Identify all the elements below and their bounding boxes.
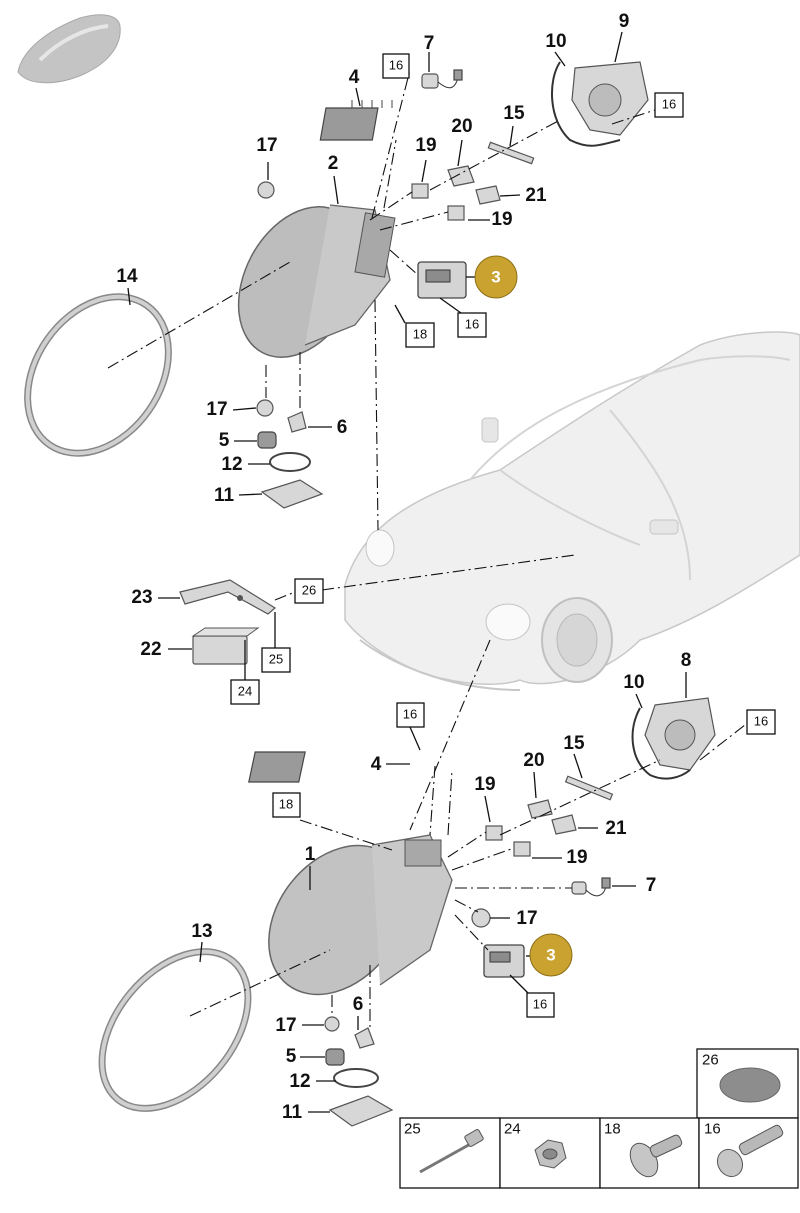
torx-screw-icon: [716, 1124, 784, 1178]
headlamp-right: [268, 834, 453, 996]
callout-23: 23: [131, 587, 152, 608]
callout-19: 19: [474, 774, 495, 795]
rivet-pin-icon: [419, 1129, 484, 1174]
seal-strip-top: [487, 141, 535, 165]
ref-box-24: 24: [238, 683, 252, 698]
bracket-6-top: [287, 411, 307, 433]
callout-21: 21: [605, 818, 627, 839]
round-pad-icon: [719, 1067, 781, 1103]
trim-ring-right: [98, 948, 252, 1112]
callout-8: 8: [681, 650, 692, 671]
plug-17-bottom-b: [324, 1016, 340, 1032]
connector-7-top: [421, 69, 463, 89]
legend-num-16: 16: [704, 1120, 721, 1137]
brackets-top: [411, 165, 501, 221]
callout-4: 4: [371, 754, 382, 775]
callout-19: 19: [566, 847, 587, 868]
callout-15: 15: [503, 103, 525, 124]
ref-box-16: 16: [465, 316, 479, 331]
highlight-callout-3[interactable]: [529, 933, 573, 977]
hex-nut-icon: [534, 1139, 567, 1169]
callout-6: 6: [337, 417, 348, 438]
legend-item-18: 18: [599, 1117, 700, 1189]
control-unit-top: [417, 261, 467, 299]
callout-7: 7: [424, 33, 435, 54]
callout-17: 17: [256, 135, 277, 156]
connector-7-bottom: [571, 877, 611, 897]
highlight-callout-3[interactable]: [474, 255, 518, 299]
callout-22: 22: [140, 639, 161, 660]
legend-num-26: 26: [702, 1051, 719, 1068]
callout-5: 5: [286, 1046, 297, 1067]
callout-19: 19: [415, 135, 436, 156]
legend-item-26: 26: [696, 1048, 799, 1119]
legend-num-24: 24: [504, 1120, 521, 1137]
legend-num-18: 18: [604, 1120, 621, 1137]
seal-strip-bottom: [564, 775, 614, 801]
led-module-bottom: [248, 751, 306, 783]
gasket-12-bottom: [333, 1068, 379, 1088]
ref-box-25: 25: [269, 651, 283, 666]
callout-11: 11: [214, 485, 235, 506]
plug-17-top-b: [256, 399, 274, 417]
callout-19: 19: [491, 209, 512, 230]
flange-screw-icon: [629, 1134, 683, 1178]
cover-11-bottom: [328, 1095, 394, 1127]
callout-6: 6: [353, 994, 364, 1015]
gasket-12-top: [269, 452, 311, 472]
callout-13: 13: [191, 921, 212, 942]
callout-15: 15: [563, 733, 585, 754]
legend-item-25: 25: [399, 1117, 501, 1189]
callout-2: 2: [328, 153, 339, 174]
ref-box-26: 26: [302, 582, 316, 597]
callout-20: 20: [523, 750, 544, 771]
legend-item-16: 16: [698, 1117, 799, 1189]
led-module-top: [319, 100, 393, 141]
brackets-bottom: [485, 799, 577, 857]
bulb-5-top: [257, 431, 277, 449]
callout-4: 4: [349, 67, 360, 88]
ref-box-18: 18: [279, 796, 293, 811]
callout-7: 7: [646, 875, 657, 896]
plug-17-bottom-a: [471, 908, 491, 928]
ref-box-18: 18: [413, 326, 427, 341]
bracket-6-bottom: [354, 1027, 375, 1049]
callout-17: 17: [516, 908, 537, 929]
car-thumbnail-icon: [17, 14, 121, 84]
actuator-bottom: [631, 697, 716, 780]
callout-12: 12: [221, 454, 242, 475]
headlamp-left: [237, 204, 396, 358]
callout-10: 10: [545, 31, 566, 52]
ref-box-16: 16: [533, 996, 547, 1011]
callout-9: 9: [619, 11, 630, 32]
callout-10: 10: [623, 672, 644, 693]
callout-11: 11: [282, 1102, 303, 1123]
actuator-top: [551, 61, 649, 147]
legend-num-25: 25: [404, 1120, 421, 1137]
highlight-label-3: 3: [546, 945, 555, 964]
callout-14: 14: [116, 266, 138, 287]
callout-17: 17: [275, 1015, 296, 1036]
bulb-5-bottom: [325, 1048, 345, 1066]
cover-11-top: [260, 479, 324, 509]
bracket-23: [179, 579, 277, 615]
callout-21: 21: [525, 185, 547, 206]
callout-12: 12: [289, 1071, 310, 1092]
ref-box-16: 16: [403, 706, 417, 721]
ref-box-16: 16: [389, 57, 403, 72]
legend-item-24: 24: [499, 1117, 601, 1189]
control-unit-bottom: [483, 944, 525, 978]
highlight-label-3: 3: [491, 267, 500, 286]
ref-box-16: 16: [754, 713, 768, 728]
callout-1: 1: [305, 844, 316, 865]
callout-20: 20: [451, 116, 472, 137]
ref-box-16: 16: [662, 96, 676, 111]
module-22: [191, 627, 260, 665]
car-illustration: [344, 331, 800, 691]
plug-17-top-a: [257, 181, 275, 199]
callout-5: 5: [219, 430, 230, 451]
callout-17: 17: [206, 399, 227, 420]
